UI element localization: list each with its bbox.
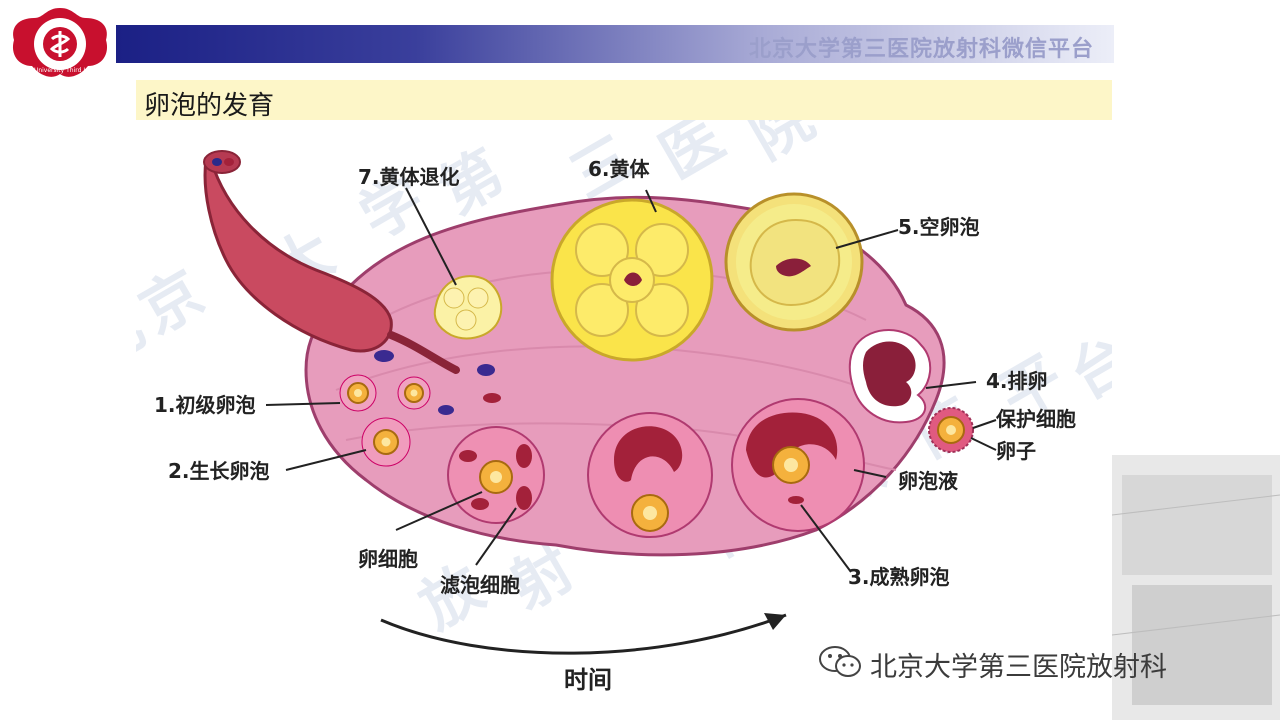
- banner-text: 北京大学第三医院放射科微信平台: [749, 31, 1094, 63]
- label-protective-cells: 保护细胞: [995, 407, 1076, 431]
- label-oocyte: 卵细胞: [358, 547, 418, 571]
- secondary-follicle: [448, 427, 544, 523]
- slide-title: 卵泡的发育: [144, 85, 274, 122]
- label-ovulation: 4.排卵: [986, 369, 1048, 393]
- watermark-char: 院: [739, 120, 826, 173]
- wechat-account-name: 北京大学第三医院放射科: [870, 645, 1167, 684]
- follicle-development-diagram: 北 京 大 学 第 三 医 院 放 射 科 微 信 平 台: [136, 120, 1112, 700]
- mature-follicle: [732, 399, 864, 531]
- label-luteal-regression: 7.黄体退化: [358, 165, 460, 189]
- slide-title-bar: 卵泡的发育: [136, 80, 1112, 120]
- watermark-char: 京: [136, 257, 215, 348]
- wechat-icon: [818, 644, 862, 684]
- label-growing-follicle: 2.生长卵泡: [168, 459, 270, 483]
- wechat-footer: 北京大学第三医院放射科: [818, 642, 1167, 686]
- corpus-luteum: [552, 200, 712, 360]
- empty-follicle: [726, 194, 862, 330]
- watermark-char: 放: [409, 552, 496, 643]
- watermark-char: 医: [649, 120, 736, 193]
- growing-follicle: [362, 418, 410, 466]
- label-follicular-fluid: 卵泡液: [898, 469, 959, 493]
- label-primary-follicle: 1.初级卵泡: [154, 393, 256, 417]
- logo-text: Peking University Third Hospital: [12, 67, 108, 74]
- tertiary-follicle: [588, 413, 712, 537]
- label-corpus-luteum: 6.黄体: [588, 157, 651, 181]
- label-ovum: 卵子: [996, 439, 1036, 463]
- header-banner: 北京大学第三医院放射科微信平台: [116, 25, 1114, 63]
- hospital-logo: Peking University Third Hospital: [6, 4, 114, 82]
- label-follicle-cells: 滤泡细胞: [440, 573, 520, 597]
- released-ovum: [929, 408, 973, 452]
- label-time: 时间: [564, 666, 612, 694]
- label-mature-follicle: 3.成熟卵泡: [848, 565, 950, 589]
- label-empty-follicle: 5.空卵泡: [898, 215, 980, 239]
